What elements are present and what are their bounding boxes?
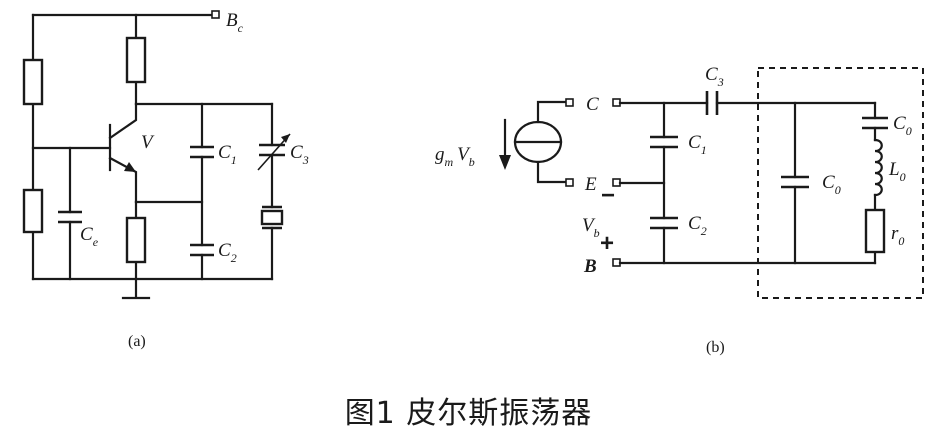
a-c2-label: C2 [218,240,237,265]
circuit-a: Bc V C1 C2 C3 Ce (a) [22,10,309,350]
a-emitter-resistor [125,216,147,264]
b-node-b-label: B [583,256,597,277]
a-bc-terminal [211,10,220,19]
b-r0-label: r0 [891,223,904,248]
b-c1-label: C1 [688,132,707,157]
b-source-terminal-bottom [565,178,574,187]
a-ce-capacitor [58,210,82,224]
a-crystal [260,205,284,230]
b-l0-inductor [873,138,883,197]
b-crystal-model-box [757,67,924,299]
a-c2-capacitor [190,243,214,257]
b-minus-sign: − [601,182,615,209]
b-l0-label: L0 [888,159,906,184]
b-r0-resistor [864,208,886,254]
b-c0-parallel-capacitor [781,175,809,189]
b-c3-label: C3 [705,64,724,89]
a-transistor [108,102,138,204]
b-vb-label: Vb [582,215,600,240]
a-bc-label: Bc [226,10,244,35]
b-node-c-label: C [586,94,599,115]
b-source-terminal-top [565,98,574,107]
a-bias-resistor-top [22,58,44,106]
a-c1-label: C1 [218,142,237,167]
b-c0-parallel-label: C0 [822,172,841,197]
a-panel-label: (a) [128,333,146,350]
b-node-e-label: E [584,174,597,195]
a-c1-capacitor [190,145,214,159]
a-ce-label: Ce [80,224,99,249]
b-c2-label: C2 [688,213,707,238]
b-panel-label: (b) [706,339,725,356]
figure-caption: 图1 皮尔斯振荡器 [344,396,593,431]
a-collector-resistor [125,36,147,84]
b-c3-capacitor [705,91,719,115]
b-c0-series-capacitor [862,116,888,130]
b-c0-series-label: C0 [893,113,912,138]
b-c2-capacitor [650,216,678,230]
a-c3-label: C3 [290,142,309,167]
a-bias-resistor-bottom [22,188,44,234]
a-transistor-label: V [141,132,155,153]
b-plus-sign: + [600,230,614,257]
b-current-source [499,100,568,184]
b-c1-capacitor [650,135,678,149]
